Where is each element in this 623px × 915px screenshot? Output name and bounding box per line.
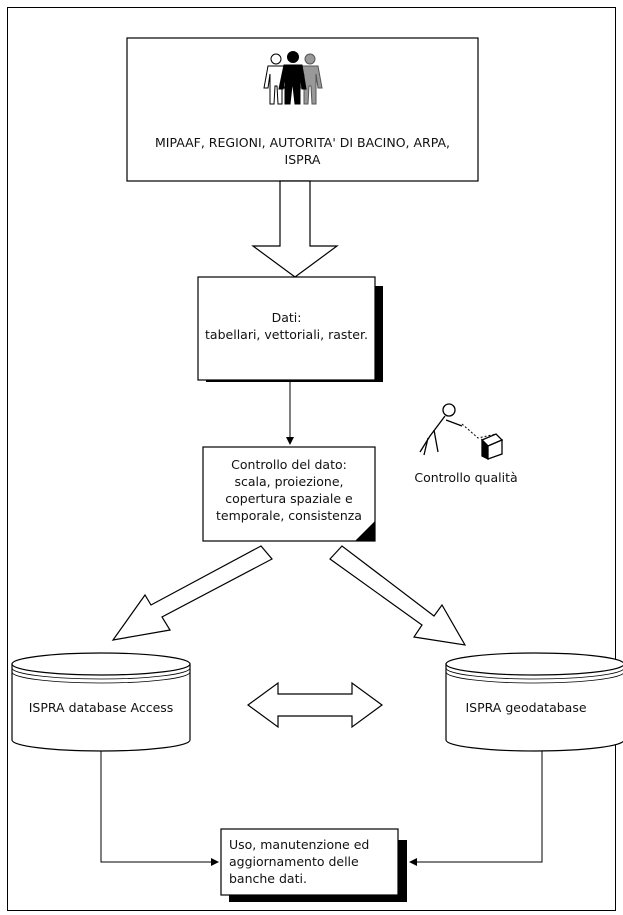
sources-label-line1: MIPAAF, REGIONI, AUTORITA' DI BACINO, AR… xyxy=(155,135,450,150)
arrow-down-hollow xyxy=(251,180,339,278)
control-label-line4: temporale, consistenza xyxy=(216,508,362,523)
data-box xyxy=(197,276,376,381)
control-label: Controllo del dato: scala, proiezione, c… xyxy=(203,456,375,524)
database-geo-label: ISPRA geodatabase xyxy=(465,700,587,715)
data-label-line1: Dati: xyxy=(271,310,302,325)
data-label-line2: tabellari, vettoriali, raster. xyxy=(205,327,368,342)
group-of-people-icon xyxy=(263,51,323,105)
page-frame xyxy=(7,7,616,911)
usage-box xyxy=(220,828,399,896)
arrow-diagonal-right xyxy=(329,545,467,646)
database-access-label: ISPRA database Access xyxy=(28,700,174,715)
sources-label-line2: ISPRA xyxy=(284,152,321,167)
database-access-cylinder xyxy=(11,652,191,752)
arrow-bidirectional xyxy=(246,681,384,729)
control-label-line3: copertura spaziale e xyxy=(225,491,353,506)
data-label: Dati: tabellari, vettoriali, raster. xyxy=(198,309,375,343)
usage-label-line2: aggiornamento delle xyxy=(229,854,359,869)
database-geo-cylinder xyxy=(445,652,623,752)
usage-label: Uso, manutenzione ed aggiornamento delle… xyxy=(229,836,394,887)
usage-label-line1: Uso, manutenzione ed xyxy=(229,837,370,852)
sources-label: MIPAAF, REGIONI, AUTORITA' DI BACINO, AR… xyxy=(127,134,478,168)
quality-control-label: Controllo qualità xyxy=(414,470,518,485)
control-box-corner xyxy=(355,521,375,541)
person-inspecting-box-icon xyxy=(419,403,504,461)
arrow-diagonal-left xyxy=(111,545,273,641)
control-label-line2: scala, proiezione, xyxy=(234,474,344,489)
connector-access-to-usage xyxy=(100,751,219,866)
connector-geo-to-usage xyxy=(409,751,543,866)
control-label-line1: Controllo del dato: xyxy=(231,457,347,472)
usage-label-line3: banche dati. xyxy=(229,871,307,886)
sources-box xyxy=(126,37,479,182)
control-box xyxy=(202,446,376,542)
